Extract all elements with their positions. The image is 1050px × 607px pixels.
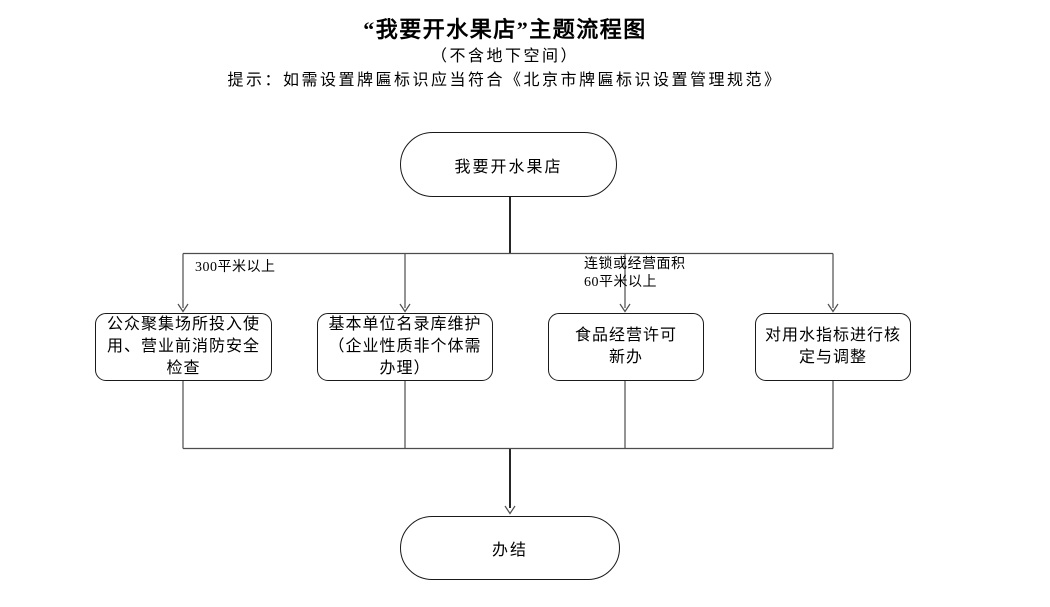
arrowhead-down-1 <box>177 303 189 313</box>
thin-connectors <box>177 252 839 515</box>
start-node-label: 我要开水果店 <box>454 158 563 176</box>
box-text-line: 基本单位名录库维护 <box>328 316 482 333</box>
tip-note: 提示：如需设置牌匾标识应当符合《北京市牌匾标识设置管理规范》 <box>227 72 783 89</box>
box-text-line: 公众聚集场所投入使 <box>106 316 260 333</box>
arrowhead-down-end <box>504 505 516 515</box>
arrowhead-down-3 <box>619 303 631 313</box>
box-text-line: 定与调整 <box>798 349 867 366</box>
box-text-line: 对用水指标进行核 <box>764 327 901 344</box>
step-box-fire-safety-inspection: 公众聚集场所投入使 用、营业前消防安全 检查 <box>95 313 272 381</box>
step-box-water-quota-adjustment: 对用水指标进行核 定与调整 <box>755 313 911 381</box>
end-node-label: 办结 <box>491 542 528 559</box>
box-text-line: 新办 <box>608 349 643 366</box>
box-text-line: 检查 <box>166 360 201 377</box>
condition-label-300sqm: 300平米以上 <box>195 259 276 277</box>
condition-line: 60平米以上 <box>584 275 657 290</box>
box-text-line: 用、营业前消防安全 <box>106 338 260 355</box>
box-text-line: 食品经营许可 <box>574 327 677 344</box>
box-text-line: 办理） <box>379 360 431 377</box>
page-title: “我要开水果店”主题流程图 <box>363 17 647 42</box>
step-box-food-business-license: 食品经营许可 新办 <box>548 313 704 381</box>
heading-block: “我要开水果店”主题流程图 （不含地下空间） 提示：如需设置牌匾标识应当符合《北… <box>0 0 1010 91</box>
page-subtitle: （不含地下空间） <box>430 48 579 65</box>
arrowhead-down-2 <box>399 303 411 313</box>
box-text-line: （企业性质非个体需 <box>328 338 482 355</box>
condition-line: 300平米以上 <box>195 260 276 275</box>
condition-line: 连锁或经营面积 <box>584 257 686 272</box>
condition-label-chain-60sqm: 连锁或经营面积 60平米以上 <box>584 256 686 292</box>
arrowhead-down-4 <box>827 303 839 313</box>
step-box-unit-directory-maintenance: 基本单位名录库维护 （企业性质非个体需 办理） <box>317 313 493 381</box>
end-node: 办结 <box>400 516 620 580</box>
start-node: 我要开水果店 <box>400 132 617 197</box>
